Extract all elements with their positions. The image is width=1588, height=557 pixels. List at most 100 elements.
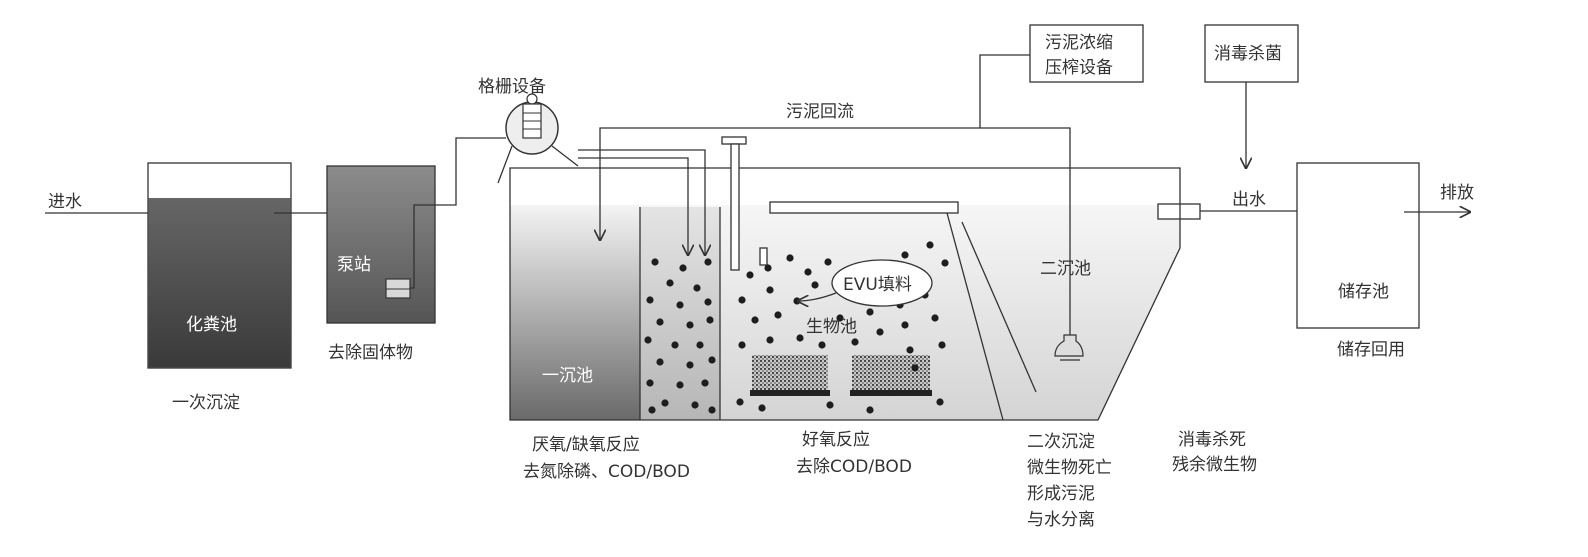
carrier-particle [746, 271, 754, 279]
disinfection-box [1204, 24, 1299, 83]
aeration-pipe [721, 136, 768, 271]
storage-tank-label: 储存池 [1338, 282, 1389, 302]
carrier-particle [679, 264, 687, 272]
aerobic-reaction-line-2: 去除COD/BOD [796, 457, 912, 477]
carrier-particle [901, 251, 909, 259]
disinfection-box-label: 消毒杀菌 [1214, 44, 1282, 64]
carrier-particle [644, 336, 652, 344]
clarifier-wall-outer [946, 212, 1004, 421]
main-tank-outline [509, 167, 1181, 421]
carrier-particle [758, 404, 766, 412]
carrier-particle [774, 311, 782, 319]
disinfection-note-line-2: 残余微生物 [1172, 455, 1257, 475]
carrier-particle [704, 258, 712, 266]
primary-clarifier-label: 一沉池 [542, 366, 593, 386]
carrier-particle [693, 284, 701, 292]
sludge-suction-bell-icon [1054, 334, 1084, 357]
carrier-particle [811, 281, 819, 289]
carrier-particle [766, 336, 774, 344]
secondary-settling-line-2: 微生物死亡 [1027, 458, 1112, 478]
screen-pipe-1 [578, 149, 705, 255]
storage-reuse-label: 储存回用 [1337, 340, 1405, 360]
carrier-particle [826, 401, 834, 409]
sludge-box-pipe [979, 54, 1030, 128]
carrier-particle [941, 259, 949, 267]
carrier-particle [666, 279, 674, 287]
carrier-particle [661, 399, 669, 407]
carrier-particle [866, 406, 874, 414]
weir-bar [769, 201, 959, 214]
carrier-particle [738, 296, 746, 304]
anoxic-reaction-line-1: 厌氧/缺氧反应 [532, 435, 640, 455]
carrier-particle [686, 321, 694, 329]
carrier-particle [706, 316, 714, 324]
anoxic-reaction-line-2: 去氮除磷、COD/BOD [523, 462, 690, 482]
bio-tank-label: 生物池 [806, 317, 857, 337]
primary-sedimentation-label: 一次沉淀 [172, 393, 240, 413]
carrier-particle [866, 308, 874, 316]
septic-tank [147, 162, 292, 369]
carrier-particle [906, 346, 914, 354]
carrier-particle [701, 379, 709, 387]
screen-pipe-2 [578, 157, 688, 255]
carrier-particle [876, 328, 884, 336]
carrier-particle [696, 341, 704, 349]
screen-equipment-icon [497, 93, 579, 184]
carrier-particle [646, 296, 654, 304]
secondary-clarifier-label: 二沉池 [1040, 259, 1091, 279]
carrier-particle [656, 358, 664, 366]
sludge-thickening-box [1029, 24, 1144, 83]
evu-callout-arrow [798, 292, 837, 301]
carrier-particle [786, 254, 794, 262]
pump-pipe [410, 137, 506, 289]
carrier-particle [936, 398, 944, 406]
carrier-particle [646, 379, 654, 387]
aerobic-reaction-line-1: 好氧反应 [802, 430, 870, 450]
carrier-particle [708, 356, 716, 364]
carrier-particle [764, 264, 772, 272]
carrier-particle [691, 401, 699, 409]
evu-filler-label: EVU填料 [843, 275, 912, 295]
remove-solids-label: 去除固体物 [328, 343, 413, 363]
carrier-particle [708, 406, 716, 414]
inflow-label: 进水 [48, 192, 82, 212]
carrier-particle [796, 334, 804, 342]
aeration-diffuser-1 [750, 355, 830, 396]
carrier-particle [686, 361, 694, 369]
outflow-pipe [1157, 203, 1201, 220]
sludge-return-label: 污泥回流 [786, 102, 854, 122]
carrier-particle [938, 341, 946, 349]
carrier-particle [911, 364, 919, 372]
storage-tank [1296, 162, 1420, 329]
carrier-particle [648, 406, 656, 414]
secondary-settling-line-4: 与水分离 [1027, 510, 1095, 530]
septic-tank-label: 化粪池 [186, 315, 237, 335]
screen-equipment-label: 格栅设备 [478, 77, 546, 97]
carrier-particle [824, 258, 832, 266]
clarifier-wall-inner [961, 221, 1037, 393]
carrier-particle [818, 341, 826, 349]
secondary-settling-line-1: 二次沉淀 [1027, 432, 1095, 452]
carrier-particle [851, 338, 859, 346]
carrier-particle [676, 381, 684, 389]
pump-station [326, 165, 436, 324]
carrier-particle [738, 341, 746, 349]
secondary-settling-line-3: 形成污泥 [1027, 484, 1095, 504]
sludge-box-line-1: 污泥浓缩 [1045, 33, 1113, 53]
outflow-label: 出水 [1232, 190, 1266, 210]
discharge-label: 排放 [1440, 183, 1474, 203]
carrier-particle [704, 298, 712, 306]
carrier-particle [804, 268, 812, 276]
primary-clarifier-water [510, 205, 640, 420]
pump-station-label: 泵站 [337, 255, 371, 275]
carrier-particle [736, 398, 744, 406]
carrier-particle [926, 241, 934, 249]
evu-filler-callout [831, 259, 933, 307]
carrier-particle [931, 314, 939, 322]
carrier-particle [751, 316, 759, 324]
carrier-particle [651, 258, 659, 266]
carrier-particle [676, 301, 684, 309]
carrier-particle [901, 321, 909, 329]
aeration-diffuser-2 [850, 355, 932, 396]
